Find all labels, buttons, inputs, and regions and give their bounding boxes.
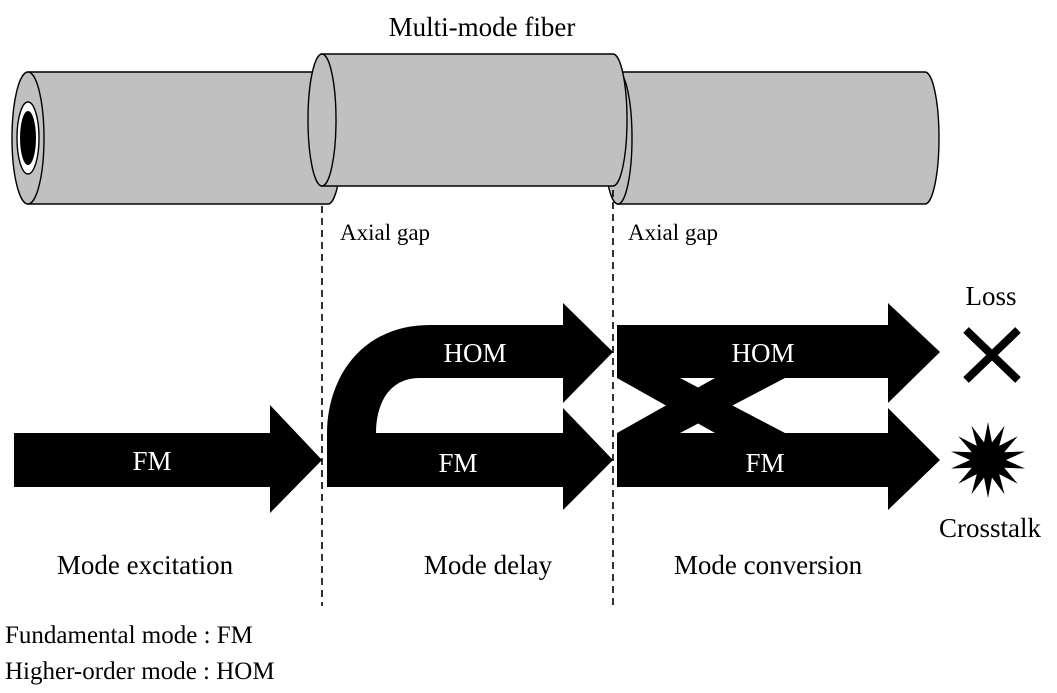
section-mode-excitation: Mode excitation (57, 550, 234, 580)
axial-gap-label-2: Axial gap (628, 220, 718, 245)
diagram-title: Multi-mode fiber (389, 12, 576, 42)
crosstalk-label: Crosstalk (939, 513, 1042, 543)
delay-fm-arrow (327, 408, 613, 510)
legend-hom: Higher-order mode : HOM (5, 658, 275, 685)
conversion-fm-label: FM (745, 448, 784, 478)
section-mode-conversion: Mode conversion (674, 550, 863, 580)
fiber-core (20, 111, 36, 165)
loss-x-icon (963, 327, 1021, 383)
delay-hom-arrow (327, 303, 613, 487)
crosstalk-burst-icon (951, 422, 1025, 498)
conversion-hom-arrow (617, 303, 940, 403)
delay-fm-label: FM (438, 448, 477, 478)
loss-label: Loss (965, 281, 1016, 311)
conversion-fm-arrow (617, 408, 940, 510)
conversion-cross-band-2 (617, 378, 785, 433)
section-mode-delay: Mode delay (424, 550, 553, 580)
fiber-segment-right (603, 71, 940, 205)
excitation-fm-arrow (14, 405, 322, 513)
delay-hom-label: HOM (443, 338, 506, 368)
conversion-hom-label: HOM (731, 338, 794, 368)
legend-fm: Fundamental mode : FM (5, 622, 253, 649)
axial-gap-label-1: Axial gap (340, 220, 430, 245)
fiber-segment-middle (307, 53, 628, 187)
fiber-segment-left (11, 71, 343, 205)
excitation-fm-label: FM (132, 446, 171, 476)
